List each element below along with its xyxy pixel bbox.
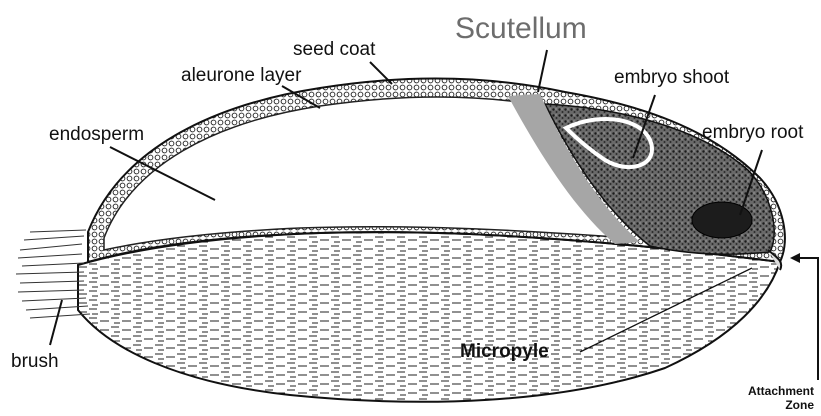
- seed-coat-label: seed coat: [293, 40, 375, 59]
- lower-body: [78, 232, 780, 402]
- scutellum-label: Scutellum: [455, 14, 587, 44]
- aleurone-layer-label: aleurone layer: [181, 66, 301, 85]
- attachment-arrowhead: [790, 253, 800, 263]
- embryo-root-label: embryo root: [702, 123, 803, 142]
- micropyle-label: Micropyle: [460, 342, 549, 361]
- attachment-zone-label: Attachment Zone: [744, 385, 814, 411]
- leader-attachment: [792, 258, 818, 380]
- embryo-shoot-label: embryo shoot: [614, 68, 729, 87]
- attachment-zone-label-line1: Attachment: [744, 385, 814, 397]
- leader-scutellum: [538, 50, 547, 92]
- attachment-zone-label-line2: Zone: [744, 399, 814, 411]
- endosperm-label: endosperm: [49, 125, 144, 144]
- brush-label: brush: [11, 352, 59, 371]
- leader-brush: [50, 300, 62, 345]
